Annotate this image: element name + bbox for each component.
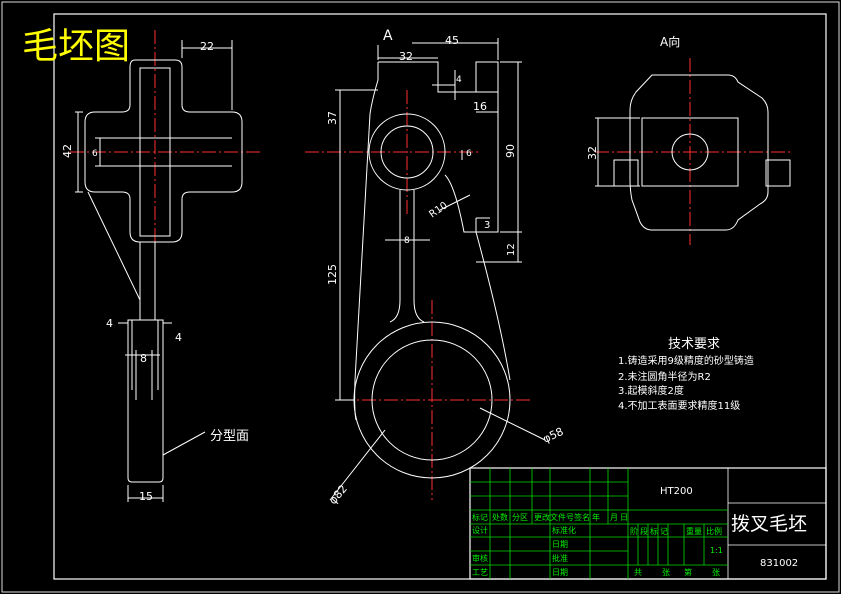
requirement-4: 4.不加工表面要求精度11级 [618,399,740,412]
drawing-number: 831002 [760,558,798,569]
dim-16: 16 [473,100,487,113]
tb-count: 处数 [492,512,508,522]
dim-32-right: 32 [586,146,599,160]
tb-zone: 分区 [512,513,528,522]
tb-scale-label: 比例 [706,526,722,536]
tb-sheet-2: 张 [712,568,720,577]
dim-90: 90 [504,144,517,158]
tb-mark: 标记 [472,512,488,522]
material-label: HT200 [660,486,693,497]
view-a-arrow-label: A [383,28,393,44]
dim-125: 125 [326,264,339,285]
tb-year: 年 [592,512,600,522]
requirement-2: 2.未注圆角半径为R2 [618,370,711,383]
dim-42: 42 [61,144,74,158]
dim-8-mid: 8 [404,236,410,246]
dim-8-bottom: 8 [140,352,147,365]
tb-design: 设计 [472,525,488,535]
view-a-direction-label: A向 [660,34,680,49]
title-block-labels: 标记 处数 分区 更改文件号 签名 年 月 日 设计 标准化 日期 审核 批准 … [472,512,723,577]
requirements-heading: 技术要求 [668,337,720,352]
requirement-1: 1.铸造采用9级精度的砂型铸造 [618,354,754,367]
dim-6-left: 6 [92,149,98,159]
dim-phi82: φ82 [326,482,350,507]
tb-change-doc: 更改文件号 [534,512,574,522]
dim-4-left: 4 [106,317,113,330]
dim-37: 37 [326,111,339,125]
tb-approve: 批准 [552,553,568,563]
tb-day: 日 [620,513,628,522]
tb-sign: 签名 [574,512,590,522]
tb-sheet-1: 张 [662,568,670,577]
parting-surface-label: 分型面 [210,429,249,444]
dim-3: 3 [484,220,490,231]
dim-22: 22 [200,40,214,53]
dim-r10: R10 [427,200,449,220]
requirement-3: 3.起模斜度2度 [618,384,684,397]
tb-weight: 重量 [686,526,702,536]
dim-4-right: 4 [175,331,182,344]
a-direction-view [595,58,791,245]
tb-scale-value: 1:1 [710,546,723,555]
tb-month: 月 [610,513,618,522]
tb-stage-4: 记 [660,527,668,536]
dim-4-top: 4 [456,75,462,85]
title-block [469,467,827,580]
dim-phi58: φ58 [541,425,566,446]
dim-6-mid: 6 [466,149,472,159]
tb-process: 工艺 [472,568,488,577]
inner-frame [53,13,827,580]
tb-nth: 第 [684,567,692,577]
side-view [70,30,260,502]
tb-stage-2: 段 [640,526,648,536]
dim-45: 45 [445,34,459,47]
tb-stage-1: 阶 [630,526,638,536]
tb-stage-3: 标 [650,526,658,536]
dim-32-top: 32 [399,50,413,63]
tb-standardize: 标准化 [552,525,576,535]
tb-date: 日期 [552,540,568,549]
drawing-title: 毛坯图 [22,26,130,67]
dim-12: 12 [506,243,517,256]
tb-total: 共 [634,568,642,577]
tb-date-2: 日期 [552,568,568,577]
part-name: 拨叉毛坯 [731,513,807,535]
dim-15: 15 [139,490,153,503]
tb-check: 审核 [472,553,488,563]
front-view [305,38,546,501]
